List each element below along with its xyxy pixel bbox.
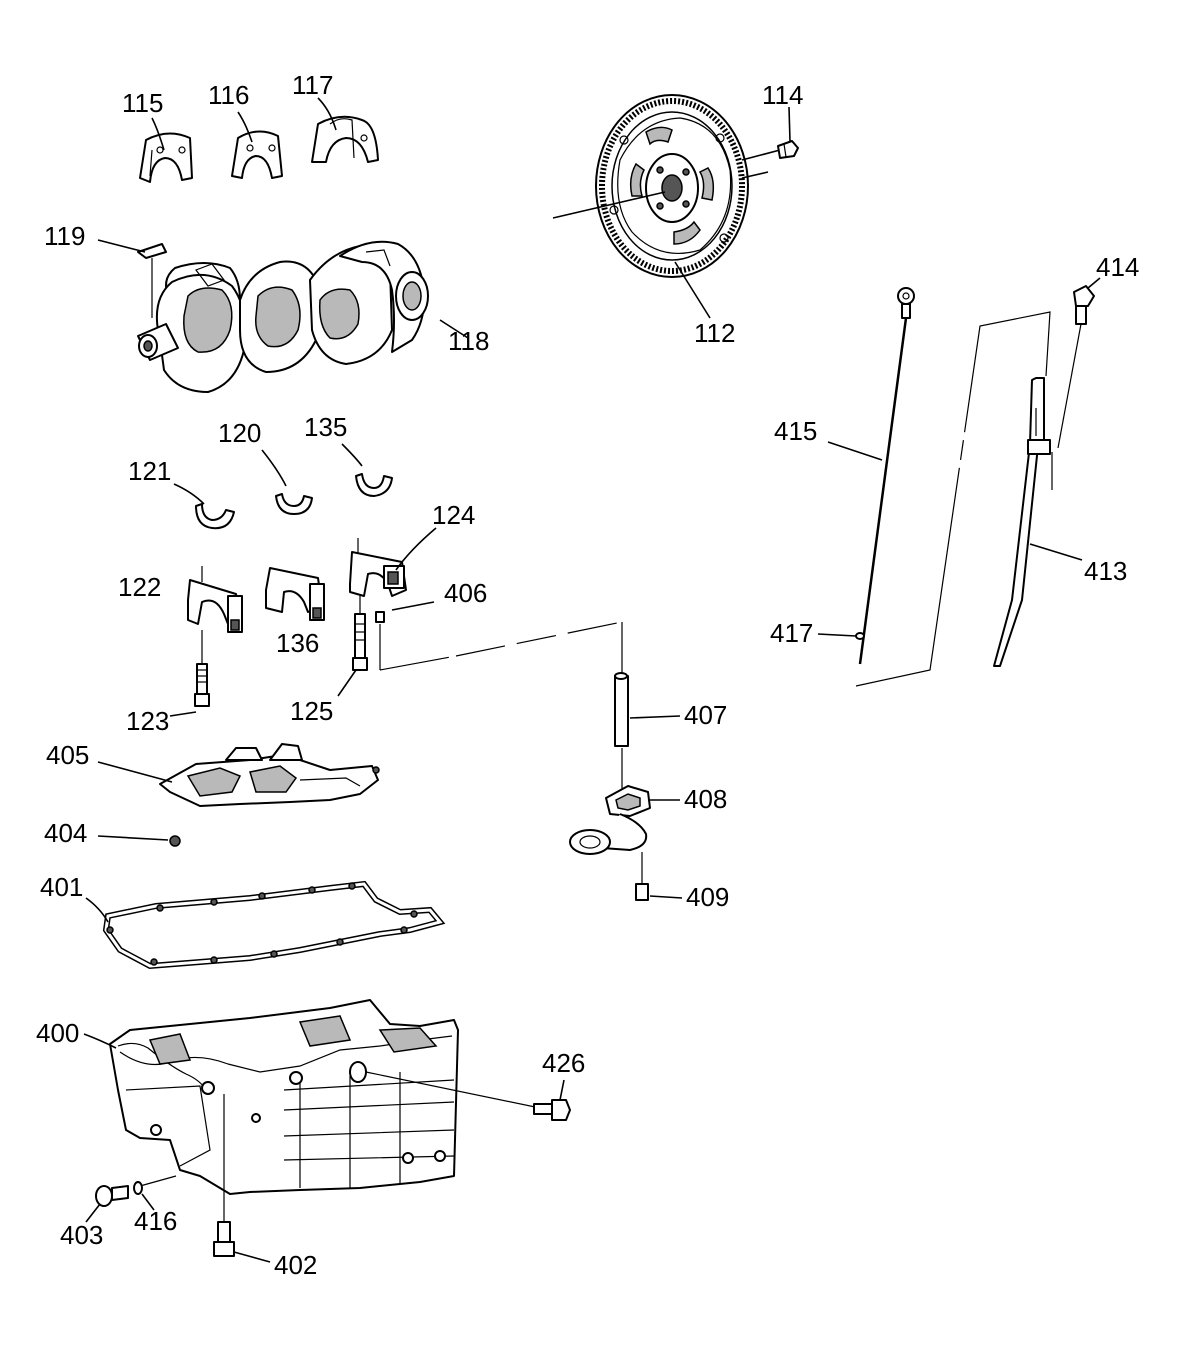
bearing-116 <box>231 130 283 179</box>
callout-401: 401 <box>40 872 83 902</box>
dipstick-415 <box>855 287 915 665</box>
callout-415: 415 <box>774 416 817 446</box>
pipe-407 <box>614 672 629 747</box>
nut-404 <box>169 835 181 847</box>
callout-408: 408 <box>684 784 727 814</box>
callout-402: 402 <box>274 1250 317 1280</box>
drain-plug-403 <box>95 1185 129 1207</box>
callout-117: 117 <box>292 70 333 100</box>
bolt-125 <box>352 594 368 671</box>
callout-120: 120 <box>218 418 261 448</box>
callout-414: 414 <box>1096 252 1139 282</box>
dipstick-tube-413 <box>993 377 1051 667</box>
bolt-414 <box>1057 285 1095 449</box>
oil-pan-400 <box>109 999 459 1195</box>
bolt-402 <box>213 1221 235 1257</box>
bearing-cap-136 <box>265 567 325 621</box>
callout-121: 121 <box>128 456 171 486</box>
bearing-117 <box>311 115 379 163</box>
oil-baffle-405 <box>159 743 380 807</box>
callout-112: 112 <box>694 318 735 348</box>
callout-409: 409 <box>686 882 729 912</box>
callout-413: 413 <box>1084 556 1127 586</box>
bearing-135 <box>355 473 393 497</box>
callout-124: 124 <box>432 500 475 530</box>
callout-116: 116 <box>208 80 249 110</box>
bolt-426 <box>533 1099 571 1121</box>
key-119 <box>137 243 167 259</box>
callout-416: 416 <box>134 1206 177 1236</box>
bearing-cap-122 <box>187 579 243 633</box>
callout-403: 403 <box>60 1220 103 1250</box>
bearing-120 <box>275 493 313 515</box>
bearing-115 <box>139 132 193 183</box>
callout-406: 406 <box>444 578 487 608</box>
callout-407: 407 <box>684 700 727 730</box>
bolt-123 <box>194 630 210 707</box>
callout-400: 400 <box>36 1018 79 1048</box>
callout-115: 115 <box>122 88 163 118</box>
callout-123: 123 <box>126 706 169 736</box>
bolt-114 <box>777 140 799 159</box>
callout-426: 426 <box>542 1048 585 1078</box>
callout-114: 114 <box>762 80 803 110</box>
callout-122: 122 <box>118 572 161 602</box>
callout-405: 405 <box>46 740 89 770</box>
gasket-401 <box>102 880 446 970</box>
callout-417: 417 <box>770 618 813 648</box>
stud-406 <box>375 611 385 623</box>
callout-125: 125 <box>290 696 333 726</box>
oil-pump-screen-408 <box>569 785 651 855</box>
bearing-121 <box>195 503 235 530</box>
callout-136: 136 <box>276 628 319 658</box>
washer-416 <box>133 1181 143 1195</box>
callout-119: 119 <box>44 221 85 251</box>
callout-118: 118 <box>448 326 489 356</box>
flywheel-112 <box>595 94 749 278</box>
bearing-cap-124 <box>349 551 407 597</box>
crankshaft-118 <box>137 240 429 393</box>
callout-404: 404 <box>44 818 87 848</box>
callout-labels: 115 116 117 114 119 112 414 118 415 120 … <box>36 70 1139 1280</box>
callout-135: 135 <box>304 412 347 442</box>
bolt-409 <box>635 883 649 901</box>
